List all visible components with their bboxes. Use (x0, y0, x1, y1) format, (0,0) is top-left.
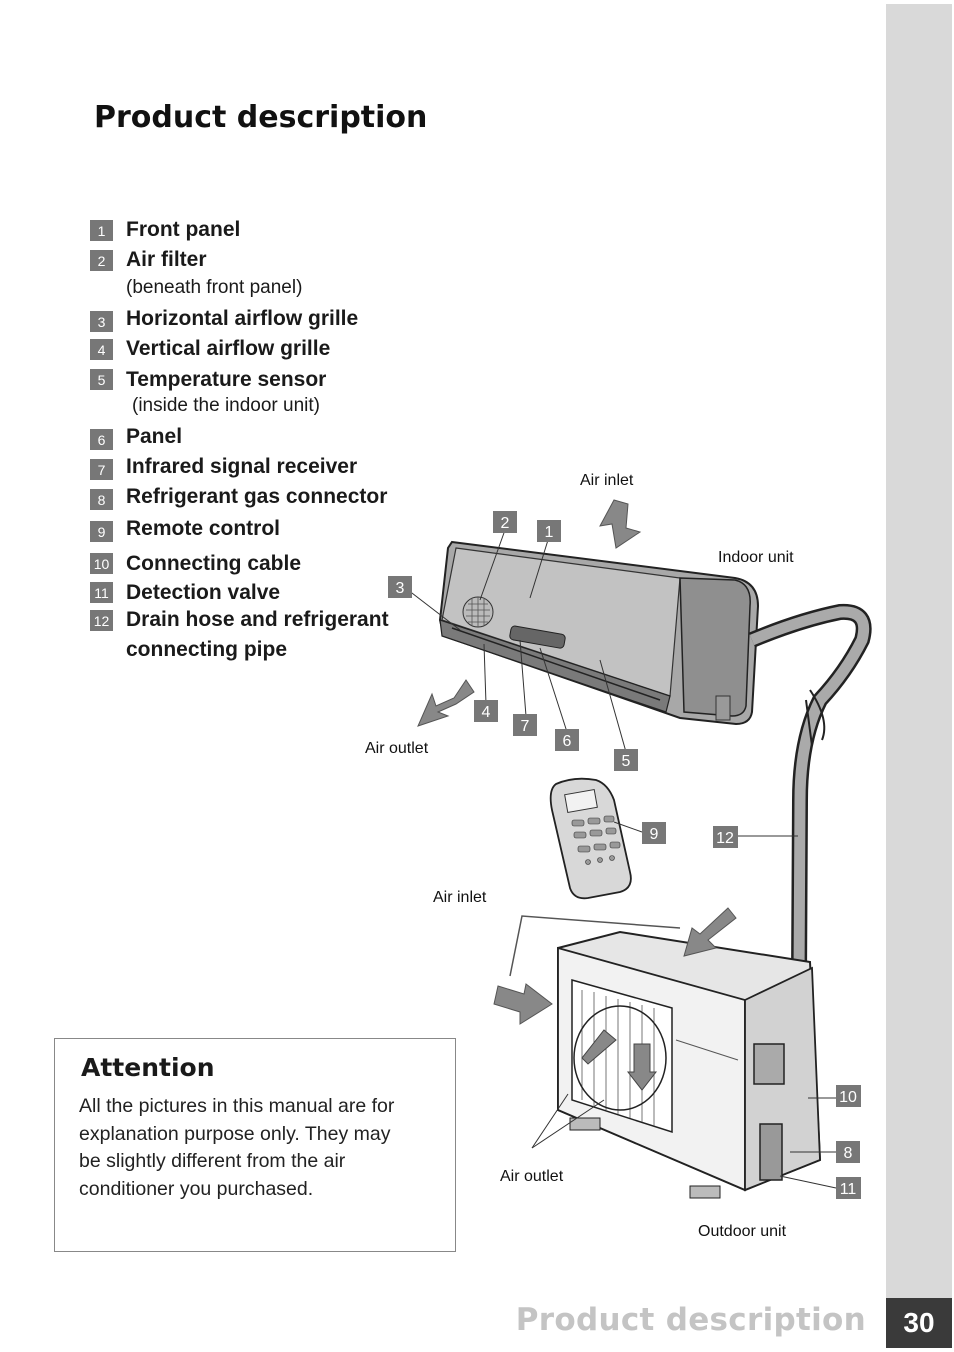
legend-label: Front panel (126, 218, 241, 241)
legend-badge: 10 (90, 553, 113, 574)
callout-10: 10 (836, 1085, 861, 1107)
legend-label: Air filter (126, 248, 207, 271)
outdoor-air-inlet-arrow-icon (493, 907, 737, 1025)
attention-line: be slightly different from the air (79, 1150, 346, 1172)
air-inlet-arrow-icon (599, 499, 642, 549)
air-outlet-indoor-label: Air outlet (365, 740, 429, 757)
svg-text:2: 2 (501, 515, 510, 532)
legend-badge: 4 (90, 339, 113, 360)
air-inlet-top-label: Air inlet (580, 472, 634, 489)
legend-label: Temperature sensor (126, 368, 327, 391)
legend-badge: 8 (90, 489, 113, 510)
callout-2: 2 (493, 511, 517, 533)
legend-badge: 12 (90, 610, 113, 631)
svg-text:10: 10 (839, 1089, 857, 1106)
legend-label: Horizontal airflow grille (126, 307, 359, 330)
attention-body: All the pictures in this manual are for … (79, 1093, 451, 1203)
legend-badge: 7 (90, 459, 113, 480)
legend-sublabel: (beneath front panel) (126, 277, 303, 298)
remote-control-drawing (549, 777, 643, 900)
indoor-unit-label: Indoor unit (718, 549, 794, 566)
connecting-pipe-drawing (748, 603, 872, 1161)
callout-12: 12 (713, 826, 738, 848)
air-outlet-arrow-icon (417, 679, 475, 727)
callout-3: 3 (388, 576, 412, 598)
side-band (886, 4, 952, 1348)
attention-line: conditioner you purchased. (79, 1177, 314, 1200)
legend-label: Remote control (126, 517, 281, 540)
attention-line: explanation purpose only. They may (79, 1122, 391, 1145)
legend-badge: 3 (90, 311, 113, 332)
air-inlet-outdoor-label: Air inlet (433, 889, 487, 906)
air-outlet-outdoor-label: Air outlet (500, 1168, 564, 1185)
callout-5: 5 (614, 749, 638, 771)
attention-box: Attention All the pictures in this manua… (54, 1038, 456, 1252)
svg-text:6: 6 (563, 733, 572, 750)
legend-sublabel: (inside the indoor unit) (132, 395, 320, 416)
callout-7: 7 (513, 714, 537, 736)
attention-title: Attention (81, 1053, 215, 1082)
legend-label: Detection valve (126, 581, 281, 604)
svg-text:7: 7 (521, 718, 530, 735)
legend-badge: 1 (90, 220, 113, 241)
callout-8: 8 (836, 1141, 860, 1163)
svg-text:5: 5 (622, 753, 631, 770)
attention-line: All the pictures in this manual are for (79, 1095, 395, 1117)
legend-label: Infrared signal receiver (126, 455, 358, 478)
legend-label-line2: connecting pipe (126, 638, 288, 661)
callout-11: 11 (836, 1177, 861, 1199)
footer-title: Product description (515, 1302, 866, 1338)
indoor-unit-drawing (438, 540, 760, 726)
page-title: Product description (94, 100, 428, 135)
legend-badge: 11 (90, 582, 113, 603)
outdoor-unit-label: Outdoor unit (698, 1223, 787, 1240)
legend-badge: 9 (90, 521, 113, 542)
svg-text:8: 8 (844, 1145, 853, 1162)
legend-badge: 6 (90, 429, 113, 450)
legend-label: Drain hose and refrigerant (126, 608, 389, 631)
legend-label: Connecting cable (126, 552, 302, 575)
outdoor-unit-drawing (557, 930, 822, 1199)
svg-text:1: 1 (545, 524, 554, 541)
svg-text:12: 12 (716, 830, 734, 847)
callout-9: 9 (642, 822, 666, 844)
callout-6: 6 (555, 729, 579, 751)
legend-label: Refrigerant gas connector (126, 485, 388, 508)
legend-label: Vertical airflow grille (126, 337, 331, 360)
legend-badge: 5 (90, 369, 113, 390)
legend-label: Panel (126, 425, 183, 448)
callout-1: 1 (537, 520, 561, 542)
page-number: 30 (886, 1298, 952, 1348)
legend-badge: 2 (90, 250, 113, 271)
svg-text:9: 9 (650, 826, 659, 843)
svg-text:4: 4 (482, 704, 491, 721)
svg-text:11: 11 (840, 1181, 857, 1198)
svg-text:3: 3 (396, 580, 405, 597)
callout-4: 4 (474, 700, 498, 722)
